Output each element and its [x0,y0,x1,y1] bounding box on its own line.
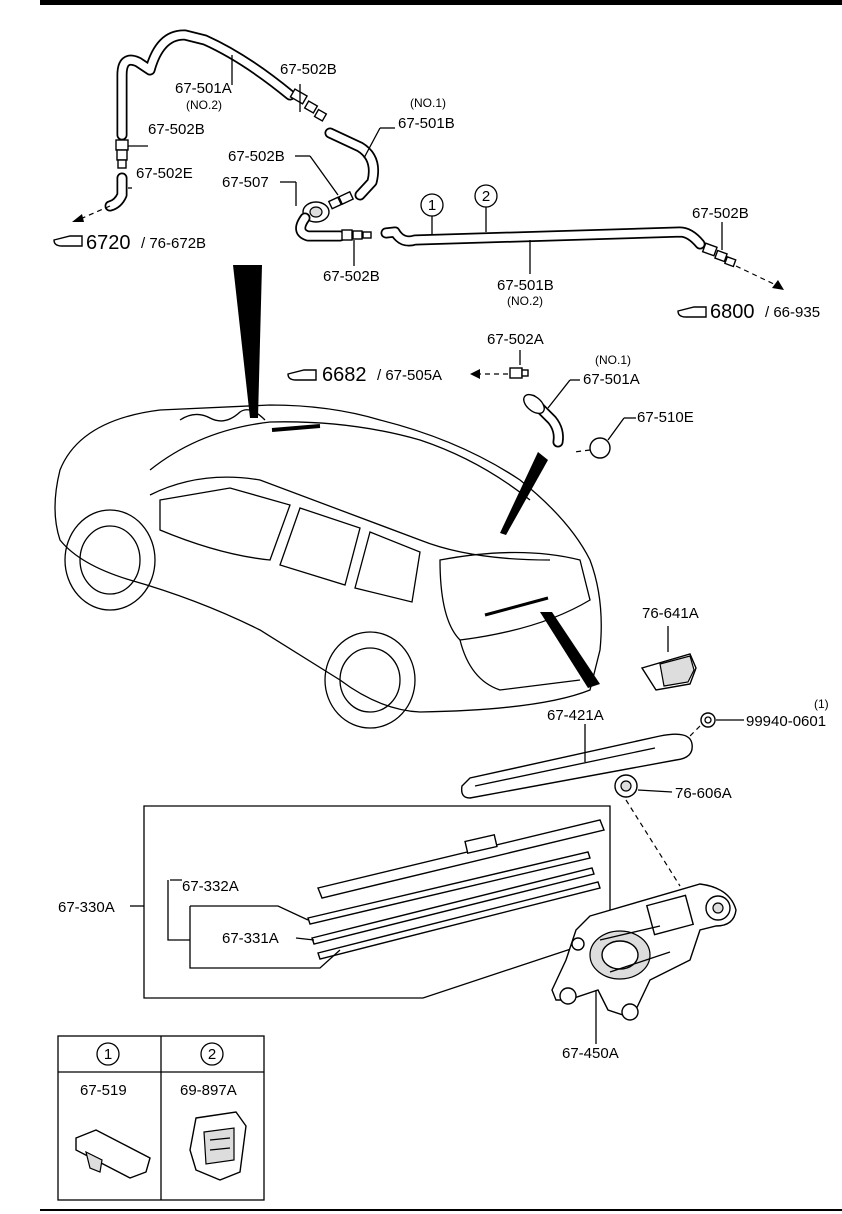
pivot-cap [640,626,697,691]
label-nut-qty: (1) [814,697,829,711]
svg-text:6800: 6800 [710,301,755,323]
label-nozzle: 67-502A [487,331,544,348]
wiper-motor [551,883,737,1044]
label-hose-no2-upper: 67-501A [175,80,232,97]
label-motor: 67-450A [562,1045,619,1062]
label-nozzle-pump: 67-510E [637,409,694,426]
svg-text:1: 1 [428,197,436,214]
ref-right: 6800 / 66-935 [677,301,820,323]
svg-text:1: 1 [104,1046,112,1063]
label-blade-332: 67-332A [182,878,239,895]
label-arm: 67-421A [547,707,604,724]
washer-hose-assembly [104,29,737,268]
bottom-border [40,1209,842,1211]
wiper-blade [317,819,605,899]
wiper-arm [460,733,693,799]
label-joint-e: 67-502E [136,165,193,182]
label-blade-assy: 67-330A [58,899,115,916]
svg-text:6720: 6720 [86,232,131,254]
label-joint-top: 67-502B [280,61,337,78]
circle-mark-2: 2 [474,184,498,208]
svg-text:/ 67-505A: / 67-505A [377,367,442,384]
label-cap: 76-641A [642,605,699,622]
circle-mark-1: 1 [420,193,444,217]
label-hose-long: 67-501B [497,277,554,294]
svg-text:2: 2 [482,188,490,205]
svg-text:6682: 6682 [322,364,367,386]
ref-mid: 6682 / 67-505A [287,364,442,386]
clip-67-519 [75,1129,151,1179]
svg-text:/ 66-935: / 66-935 [765,304,820,321]
svg-text:2: 2 [208,1046,216,1063]
label-valve: 67-507 [222,174,269,191]
label-hose-no1-upper: 67-501B [398,115,455,132]
top-border [40,0,842,5]
label-blade-331: 67-331A [222,930,279,947]
label-hose-no1-upper-note: (NO.1) [410,96,446,110]
label-joint-left: 67-502B [148,121,205,138]
label-pivot: 76-606A [675,785,732,802]
label-joint-mid: 67-502B [228,148,285,165]
label-clip-2: 69-897A [180,1082,237,1099]
label-joint-right: 67-502B [692,205,749,222]
vehicle-illustration [54,265,602,729]
washer-nozzle-67-510E [589,437,611,459]
pointing-hand-icon [53,235,83,247]
label-clip-1: 67-519 [80,1082,127,1099]
nut [700,712,716,728]
label-hose-no2-upper-note: (NO.2) [186,98,222,112]
label-hose-no1-lower-note: (NO.1) [595,353,631,367]
pointing-hand-icon [287,369,317,381]
nozzle-67-502A [509,367,523,379]
label-hose-long-note: (NO.2) [507,294,543,308]
label-joint-bottom: 67-502B [323,268,380,285]
pointing-hand-icon [677,306,707,318]
label-hose-no1-lower: 67-501A [583,371,640,388]
label-nut: 99940-0601 [746,713,826,730]
svg-text:/ 76-672B: / 76-672B [141,235,206,252]
blade-assembly-box [130,805,611,999]
ref-left: 6720 / 76-672B [53,232,206,254]
clip-table: 1 2 67-519 69-897A [57,1035,265,1201]
